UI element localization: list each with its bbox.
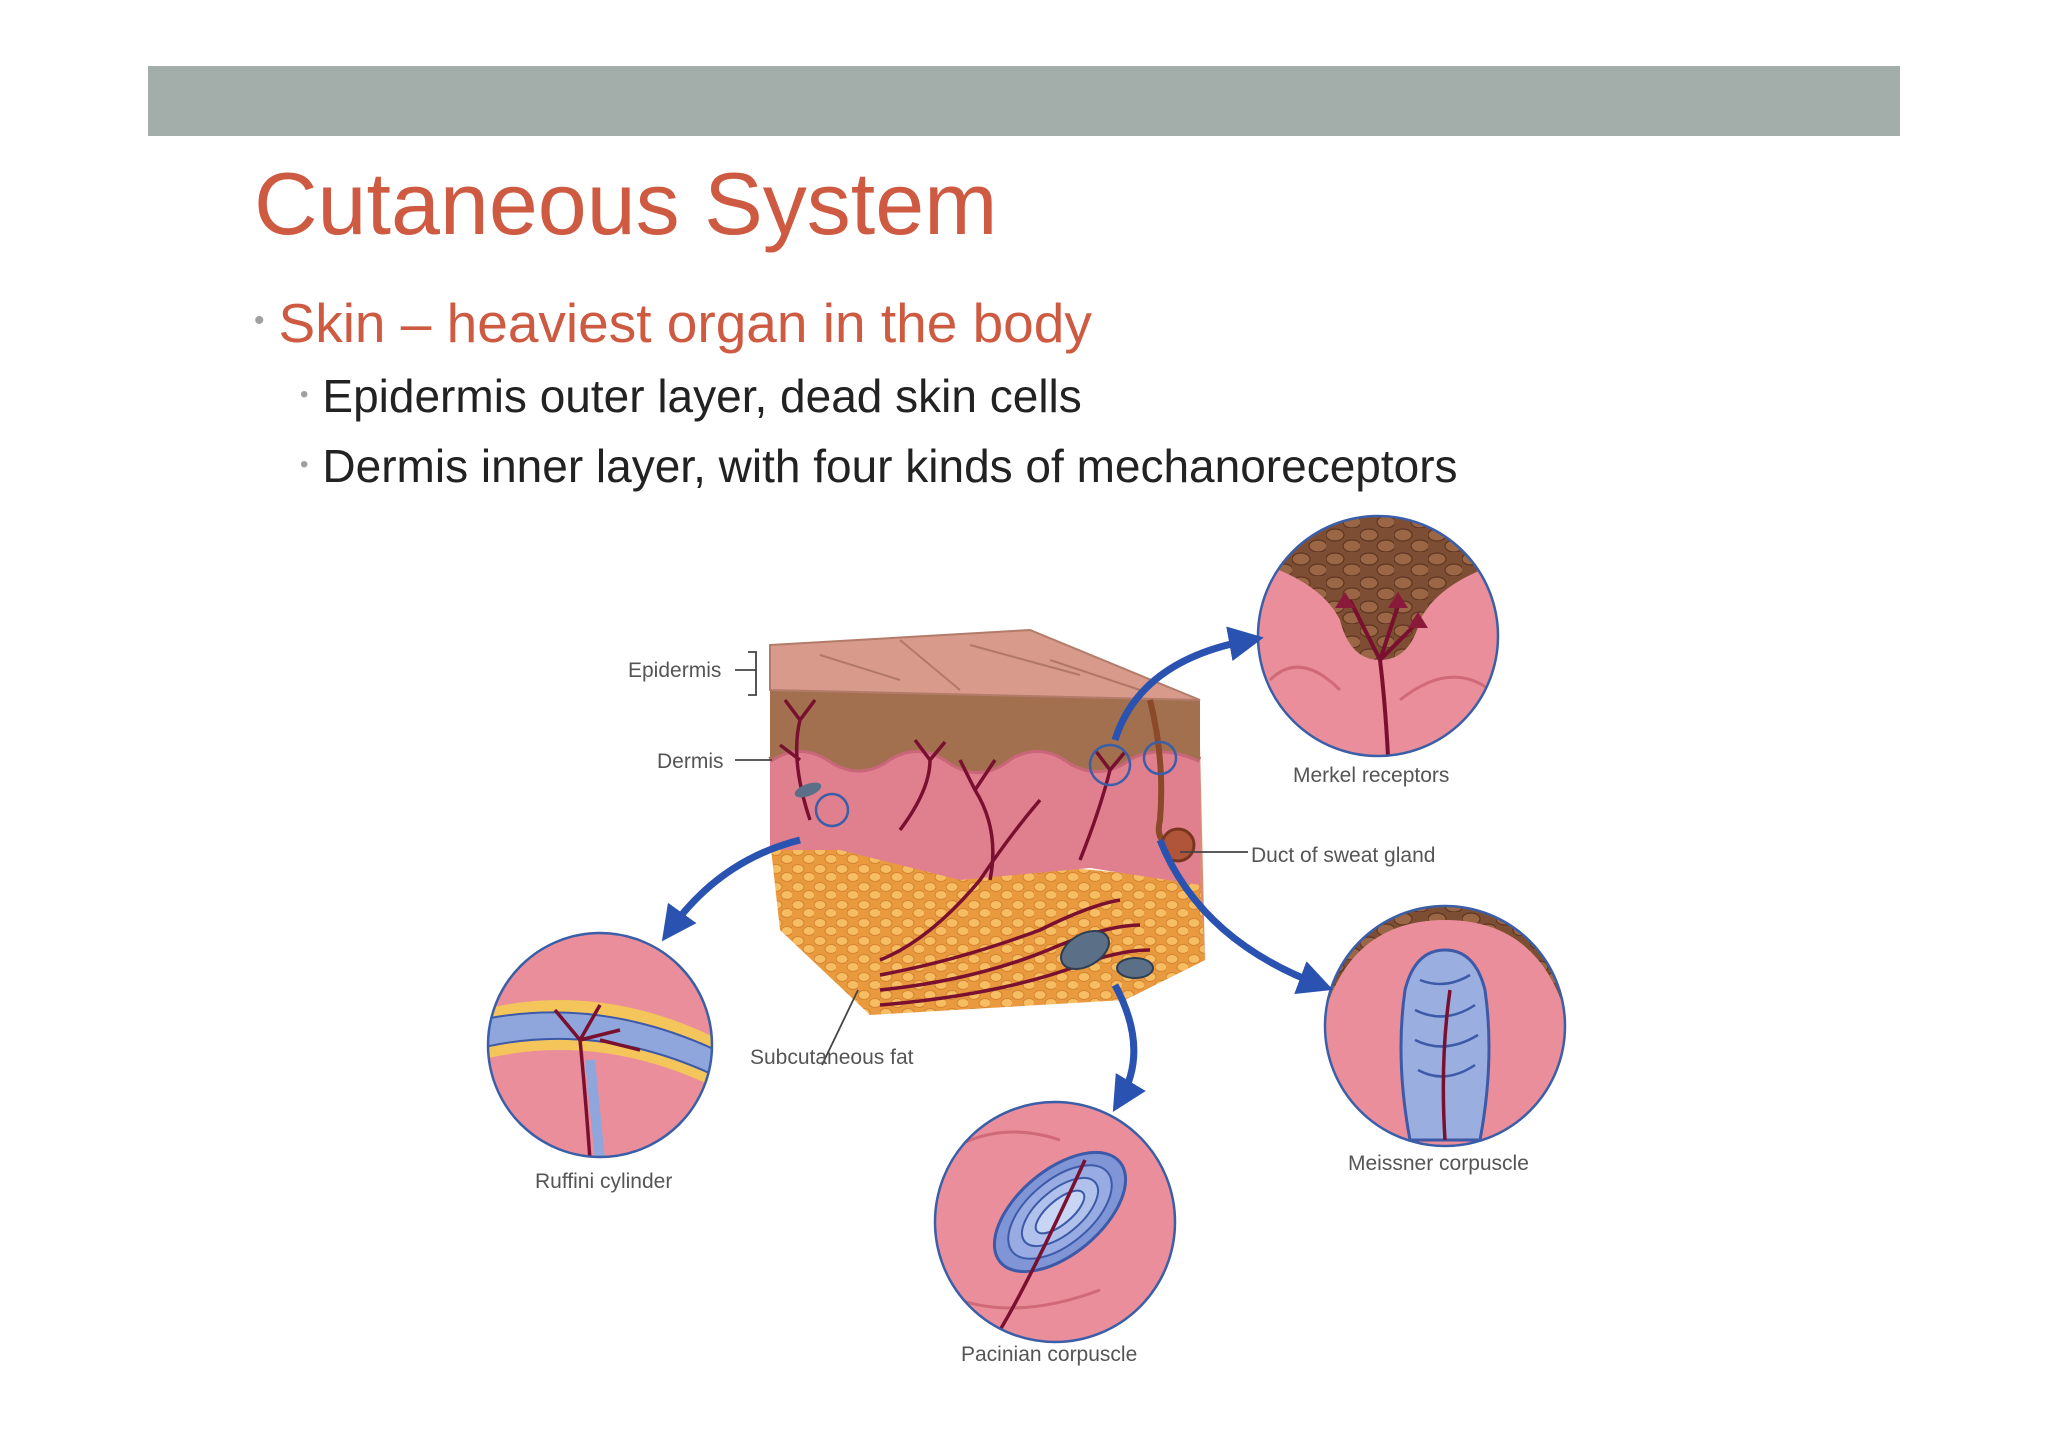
arrow-to-ruffini <box>661 836 801 942</box>
bullet-text: Dermis inner layer, with four kinds of m… <box>322 440 1458 492</box>
nerve-fibers <box>778 698 1151 1007</box>
leader-lines <box>735 651 1248 1066</box>
label-dermis: Dermis <box>657 750 724 773</box>
label-merkel: Merkel receptors <box>1293 764 1449 787</box>
bullet-text: Epidermis outer layer, dead skin cells <box>322 370 1082 422</box>
bullet-level2: • Dermis inner layer, with four kinds of … <box>300 443 1458 489</box>
inset-arrows <box>661 626 1334 1113</box>
bullet-level2: • Epidermis outer layer, dead skin cells <box>300 373 1082 419</box>
slide-title: Cutaneous System <box>254 154 998 253</box>
arrow-to-meissner <box>1156 838 1334 995</box>
bullet-dot: • <box>300 381 309 408</box>
meissner-corpuscle-inset <box>1323 904 1567 1148</box>
header-bar <box>148 66 1900 136</box>
arrow-to-pacinian <box>1111 983 1146 1113</box>
skin-block <box>768 628 1205 1015</box>
label-meissner: Meissner corpuscle <box>1348 1152 1529 1175</box>
label-sweat-duct: Duct of sweat gland <box>1251 844 1435 867</box>
label-epidermis: Epidermis <box>628 659 721 682</box>
bullet-level1: •Skin – heaviest organ in the body <box>254 296 1092 351</box>
ruffini-cylinder-inset <box>486 931 714 1159</box>
label-ruffini: Ruffini cylinder <box>535 1170 672 1193</box>
bullet-text: Skin – heaviest organ in the body <box>278 292 1092 354</box>
label-pacinian: Pacinian corpuscle <box>961 1343 1137 1366</box>
bullet-dot: • <box>254 304 265 337</box>
label-subcutaneous-fat: Subcutaneous fat <box>750 1046 914 1069</box>
receptor-markers <box>814 740 1178 828</box>
merkel-receptor-inset <box>1256 514 1500 758</box>
pacinian-corpuscle-inset <box>933 1100 1177 1344</box>
bullet-dot: • <box>300 451 309 478</box>
arrow-to-merkel <box>1111 626 1264 742</box>
